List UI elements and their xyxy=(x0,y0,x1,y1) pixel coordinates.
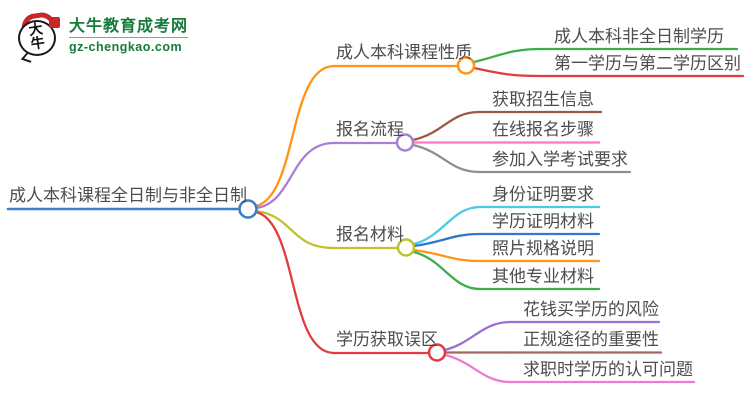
leaf-label: 成人本科非全日制学历 xyxy=(554,27,724,46)
curve-branch4-child1 xyxy=(443,320,513,352)
branch3-node-circle xyxy=(396,238,416,257)
root-node-circle xyxy=(238,199,258,219)
curve-branch3-child2 xyxy=(412,232,482,248)
branch4-node-circle xyxy=(427,343,447,362)
logo-bubble-icon: 大牛 xyxy=(16,10,62,63)
site-logo: 大牛 大牛教育成考网 gz-chengkao.com xyxy=(16,10,189,63)
leaf-label: 学历证明材料 xyxy=(492,212,594,231)
root-node-label: 成人本科课程全日制与非全日制 xyxy=(9,186,247,205)
leaf-label: 身份证明要求 xyxy=(492,185,594,204)
branch1-node-circle xyxy=(456,56,476,75)
curve-branch2-child3 xyxy=(411,143,481,174)
curve-branch1-child2 xyxy=(472,66,543,78)
leaf-label: 参加入学考试要求 xyxy=(492,150,628,169)
curve-branch2-child1 xyxy=(411,110,481,142)
leaf-label: 正规途径的重要性 xyxy=(523,330,659,349)
branch1-label: 成人本科课程性质 xyxy=(336,43,472,62)
curve-root-branch2 xyxy=(254,141,336,210)
leaf-label: 花钱买学历的风险 xyxy=(523,300,659,319)
leaf-label: 第一学历与第二学历区别 xyxy=(554,54,741,73)
leaf-label: 在线报名步骤 xyxy=(492,120,594,139)
logo-domain: gz-chengkao.com xyxy=(69,37,189,55)
curve-root-branch1 xyxy=(254,64,336,208)
curve-branch3-child3 xyxy=(412,248,482,263)
curve-branch1-child1 xyxy=(472,47,543,64)
curve-branch3-child1 xyxy=(412,205,482,246)
branch2-node-circle xyxy=(395,133,415,152)
curve-branch3-child4 xyxy=(412,250,482,291)
branch2-label: 报名流程 xyxy=(336,120,404,139)
leaf-label: 获取招生信息 xyxy=(492,90,594,109)
curve-branch4-child3 xyxy=(443,353,513,384)
leaf-label: 照片规格说明 xyxy=(492,239,594,258)
branch3-label: 报名材料 xyxy=(336,225,404,244)
curve-root-branch4 xyxy=(254,210,336,355)
leaf-label: 其他专业材料 xyxy=(492,267,594,286)
curve-root-branch3 xyxy=(254,209,336,250)
logo-text: 大牛教育成考网 gz-chengkao.com xyxy=(69,17,189,55)
branch4-label: 学历获取误区 xyxy=(336,330,438,349)
logo-seal-icon xyxy=(49,17,60,28)
logo-title: 大牛教育成考网 xyxy=(69,18,189,35)
leaf-label: 求职时学历的认可问题 xyxy=(523,360,693,379)
